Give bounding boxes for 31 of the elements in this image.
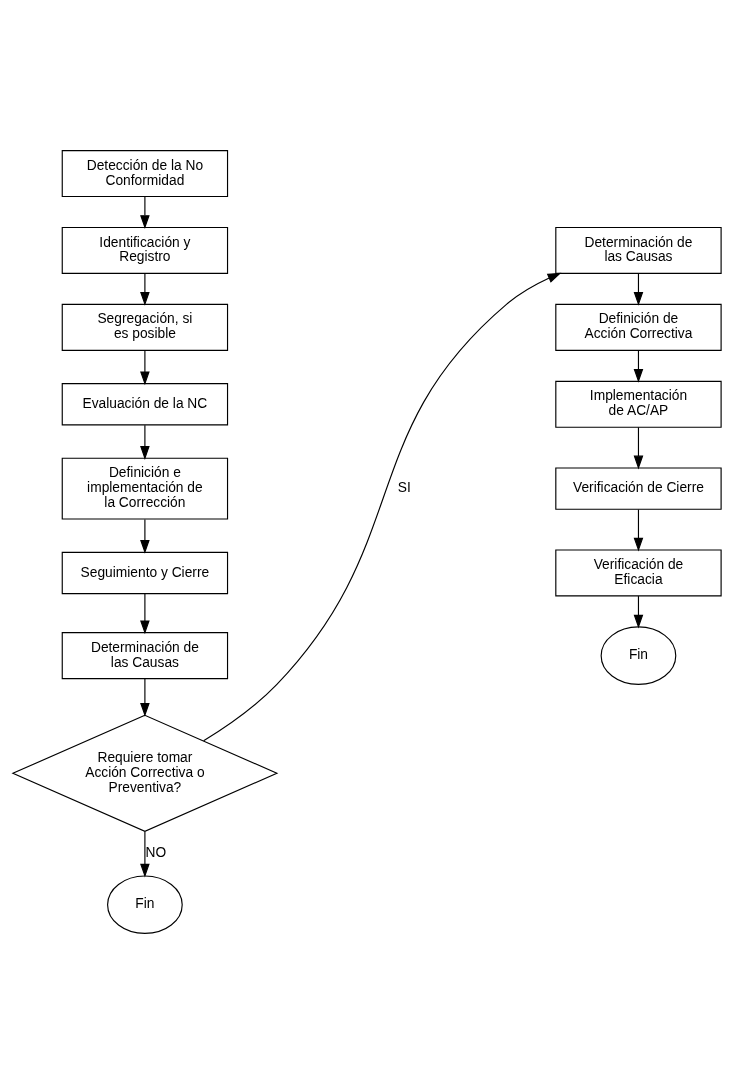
arrow bbox=[140, 349, 150, 385]
arrow bbox=[633, 595, 644, 629]
arrow bbox=[140, 592, 150, 634]
arrow bbox=[140, 424, 150, 460]
node-box: Determinación de las Causas bbox=[61, 631, 229, 679]
node-box: Implementación de AC/AP bbox=[555, 380, 722, 428]
node-box: Detección de la No Conformidad bbox=[61, 149, 229, 197]
arrow bbox=[140, 195, 150, 229]
node-box: Definición e implementación de la Corrección bbox=[61, 457, 229, 520]
arrow bbox=[140, 677, 150, 717]
node-box: Seguimiento y Cierre bbox=[61, 551, 229, 594]
node-box: Definición de Acción Correctiva bbox=[555, 303, 722, 351]
edge-label: NO bbox=[145, 844, 167, 860]
arrow bbox=[633, 508, 644, 552]
edge-label: SI bbox=[397, 479, 411, 495]
node-box: Segregación, si es posible bbox=[61, 303, 229, 351]
arrow bbox=[633, 272, 644, 306]
node-box: Identificación y Registro bbox=[61, 226, 229, 274]
node-box: Verificación de Eficacia bbox=[555, 548, 722, 597]
node-ellipse: Fin bbox=[600, 625, 677, 685]
node-box: Verificación de Cierre bbox=[555, 466, 722, 510]
node-box: Determinación de las Causas bbox=[555, 226, 722, 274]
arrow bbox=[140, 830, 150, 878]
arrow bbox=[203, 272, 562, 741]
node-ellipse: Fin bbox=[107, 874, 183, 934]
arrow bbox=[140, 518, 150, 554]
arrow bbox=[140, 272, 150, 306]
node-box: Evaluación de la NC bbox=[61, 382, 229, 425]
arrow bbox=[633, 426, 644, 469]
node-diamond: Requiere tomar Acción Correctiva o Preventiva? bbox=[11, 714, 279, 832]
arrow bbox=[633, 349, 644, 383]
